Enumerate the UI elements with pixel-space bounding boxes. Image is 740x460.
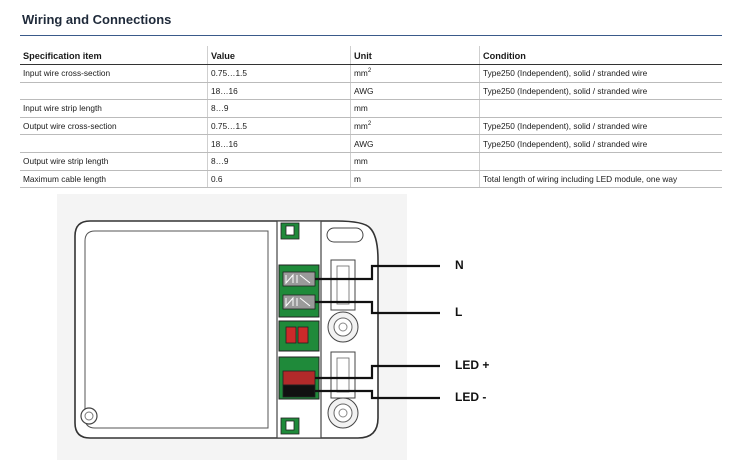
cell-spec-item bbox=[20, 82, 208, 101]
cell-value: 8…9 bbox=[207, 152, 351, 171]
unit-text: AWG bbox=[354, 85, 374, 96]
cell-spec-item: Output wire strip length bbox=[20, 152, 208, 171]
cell-spec-item: Output wire cross-section bbox=[20, 117, 208, 136]
cell-unit: mm2 bbox=[350, 117, 480, 136]
cell-condition: Type250 (Independent), solid / stranded … bbox=[479, 117, 722, 136]
spec-table: Specification item Value Unit Condition … bbox=[20, 46, 722, 189]
cell-value: 0.75…1.5 bbox=[207, 64, 351, 83]
label-l: L bbox=[455, 305, 463, 319]
unit-text: mm bbox=[354, 156, 368, 167]
cell-unit: AWG bbox=[350, 82, 480, 101]
cell-condition: Type250 (Independent), solid / stranded … bbox=[479, 134, 722, 153]
wire-led-minus bbox=[315, 389, 440, 400]
title-divider bbox=[20, 35, 722, 36]
unit-superscript: 2 bbox=[367, 121, 372, 128]
cell-condition: Type250 (Independent), solid / stranded … bbox=[479, 64, 722, 83]
cell-unit: m bbox=[350, 170, 480, 189]
cell-value: 8…9 bbox=[207, 99, 351, 118]
label-n: N bbox=[455, 258, 464, 272]
unit-text: mm bbox=[354, 103, 368, 114]
unit-text: mm bbox=[354, 121, 368, 132]
output-terminal-minus bbox=[282, 384, 316, 398]
label-led-plus: LED + bbox=[455, 358, 490, 372]
cell-condition: Total length of wiring including LED mod… bbox=[479, 170, 722, 189]
input-terminal-n bbox=[282, 271, 316, 287]
label-led-minus: LED - bbox=[455, 390, 487, 404]
header-value: Value bbox=[207, 46, 351, 65]
cell-spec-item: Input wire cross-section bbox=[20, 64, 208, 83]
input-terminal-l bbox=[282, 294, 316, 310]
table-header-row: Specification item Value Unit Condition bbox=[20, 46, 722, 65]
header-spec-item: Specification item bbox=[20, 46, 208, 65]
red-connector-pin-a bbox=[285, 326, 297, 344]
cell-unit: mm2 bbox=[350, 64, 480, 83]
wire-n bbox=[315, 264, 440, 281]
header-condition: Condition bbox=[479, 46, 722, 65]
cell-value: 18…16 bbox=[207, 134, 351, 153]
header-unit: Unit bbox=[350, 46, 480, 65]
wire-led-plus bbox=[315, 364, 440, 380]
cell-spec-item bbox=[20, 134, 208, 153]
wire-l bbox=[315, 300, 440, 315]
cell-condition bbox=[479, 99, 722, 118]
cell-condition bbox=[479, 152, 722, 171]
cell-value: 0.6 bbox=[207, 170, 351, 189]
cell-spec-item: Maximum cable length bbox=[20, 170, 208, 189]
section-title: Wiring and Connections bbox=[22, 12, 172, 27]
cell-unit: mm bbox=[350, 152, 480, 171]
cell-unit: AWG bbox=[350, 134, 480, 153]
unit-text: mm bbox=[354, 68, 368, 79]
unit-superscript: 2 bbox=[367, 68, 372, 75]
unit-text: AWG bbox=[354, 138, 374, 149]
release-slot bbox=[326, 227, 364, 243]
cell-value: 0.75…1.5 bbox=[207, 117, 351, 136]
cell-spec-item: Input wire strip length bbox=[20, 99, 208, 118]
mounting-hole bbox=[80, 407, 98, 425]
cell-condition: Type250 (Independent), solid / stranded … bbox=[479, 82, 722, 101]
red-connector-pin-b bbox=[297, 326, 309, 344]
unit-text: m bbox=[354, 173, 361, 184]
output-terminal-plus bbox=[282, 370, 316, 386]
cell-value: 18…16 bbox=[207, 82, 351, 101]
cell-unit: mm bbox=[350, 99, 480, 118]
